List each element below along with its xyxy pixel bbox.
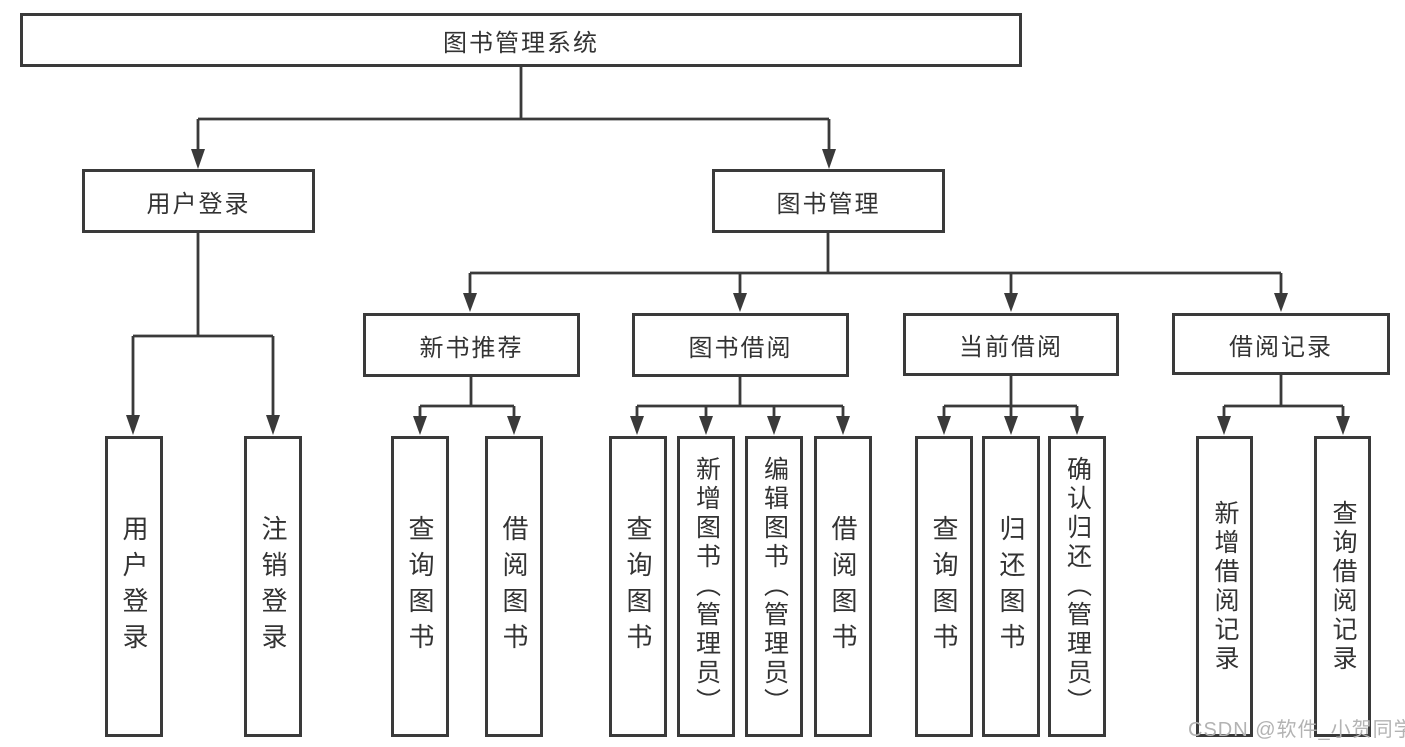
arrowheads — [126, 149, 1350, 435]
node-book-management-label: 图书管理 — [776, 190, 881, 218]
leaf-edit-books-admin: 编辑图书（管理员） — [745, 436, 803, 737]
csdn-watermark: CSDN @软件_小贺同学 — [1188, 719, 1405, 741]
leaf-edit-books-admin-label: 编辑图书（管理员） — [760, 456, 789, 717]
leaf-add-books-admin: 新增图书（管理员） — [677, 436, 735, 737]
leaf-add-books-admin-label: 新增图书（管理员） — [692, 456, 721, 717]
node-borrow-records-label: 借阅记录 — [1229, 333, 1333, 361]
node-book-borrow-label: 图书借阅 — [688, 334, 793, 362]
leaf-query-borrow-record: 查询借阅记录 — [1314, 436, 1371, 737]
node-system-root: 图书管理系统 — [20, 13, 1022, 67]
leaf-logout: 注销登录 — [244, 436, 302, 737]
node-system-root-label: 图书管理系统 — [443, 29, 599, 57]
node-borrow-records: 借阅记录 — [1172, 313, 1390, 375]
leaf-newrec-borrow-books-label: 借阅图书 — [499, 514, 529, 659]
leaf-newrec-borrow-books: 借阅图书 — [485, 436, 543, 737]
node-user-login-label: 用户登录 — [146, 190, 251, 218]
leaf-borrow-query-books: 查询图书 — [609, 436, 667, 737]
connector-borrowrecords-to-leaves — [1222, 374, 1345, 419]
node-new-book-recommend-label: 新书推荐 — [419, 334, 524, 362]
leaf-borrow-books-label: 借阅图书 — [828, 514, 858, 659]
leaf-logout-label: 注销登录 — [258, 514, 288, 659]
node-book-borrow: 图书借阅 — [632, 313, 849, 377]
leaf-newrec-query-books: 查询图书 — [391, 436, 449, 737]
leaf-borrow-query-books-label: 查询图书 — [623, 514, 653, 659]
connector-bookmgmt-to-level3 — [468, 233, 1283, 296]
leaf-return-books: 归还图书 — [982, 436, 1040, 737]
connector-userlogin-to-leaves — [131, 233, 275, 418]
connector-bookborrow-to-leaves — [635, 377, 845, 419]
leaf-confirm-return-admin: 确认归还（管理员） — [1048, 436, 1106, 737]
leaf-user-login-label: 用户登录 — [119, 514, 149, 659]
leaf-user-login: 用户登录 — [105, 436, 163, 737]
node-current-borrow: 当前借阅 — [903, 313, 1119, 376]
node-new-book-recommend: 新书推荐 — [363, 313, 580, 377]
connector-currentborrow-to-leaves — [942, 376, 1079, 419]
node-book-management: 图书管理 — [712, 169, 945, 233]
node-current-borrow-label: 当前借阅 — [959, 334, 1063, 361]
leaf-current-query-books: 查询图书 — [915, 436, 973, 737]
leaf-newrec-query-books-label: 查询图书 — [405, 514, 435, 659]
leaf-add-borrow-record-label: 新增借阅记录 — [1211, 499, 1239, 674]
node-user-login: 用户登录 — [82, 169, 315, 233]
connector-newbookrec-to-leaves — [418, 377, 516, 419]
leaf-add-borrow-record: 新增借阅记录 — [1196, 436, 1253, 737]
leaf-return-books-label: 归还图书 — [996, 514, 1026, 659]
leaf-borrow-books: 借阅图书 — [814, 436, 872, 737]
leaf-query-borrow-record-label: 查询借阅记录 — [1329, 499, 1357, 674]
connector-root-to-level2 — [196, 67, 831, 152]
leaf-current-query-books-label: 查询图书 — [929, 514, 959, 659]
leaf-confirm-return-admin-label: 确认归还（管理员） — [1063, 456, 1092, 717]
